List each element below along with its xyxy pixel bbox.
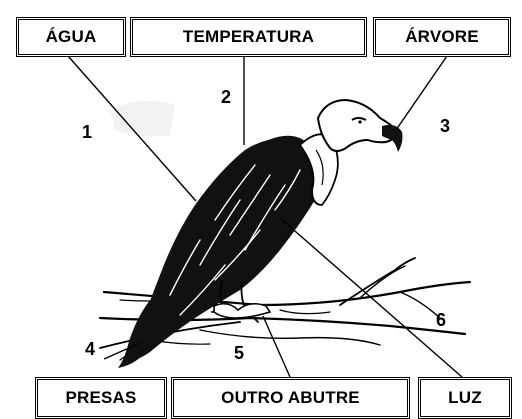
- number-3: 3: [440, 116, 451, 136]
- number-6: 6: [436, 310, 447, 330]
- vulture-tail: [118, 300, 170, 368]
- connector-arvore: [395, 55, 448, 131]
- label-presas: PRESAS: [35, 377, 167, 419]
- vulture: [118, 98, 403, 368]
- label-outro-abutre: OUTRO ABUTRE: [171, 377, 410, 419]
- background-smudge: [110, 101, 175, 137]
- number-1: 1: [82, 122, 93, 142]
- label-temperatura: TEMPERATURA: [130, 17, 367, 57]
- connector-presas: [103, 342, 141, 360]
- number-4: 4: [85, 339, 96, 359]
- connector-lines: [67, 55, 463, 378]
- vulture-beak: [382, 124, 403, 152]
- connector-outro-abutre: [262, 315, 291, 378]
- vulture-head: [316, 98, 400, 152]
- label-agua: ÁGUA: [16, 17, 126, 57]
- connector-agua: [67, 55, 197, 202]
- vulture-feet: [213, 302, 272, 319]
- label-luz: LUZ: [418, 377, 512, 419]
- number-5: 5: [234, 343, 245, 363]
- connector-luz: [279, 217, 463, 378]
- label-arvore: ÁRVORE: [373, 17, 511, 57]
- number-2: 2: [221, 87, 232, 107]
- vulture-body: [126, 135, 320, 361]
- vulture-eye: [351, 117, 367, 121]
